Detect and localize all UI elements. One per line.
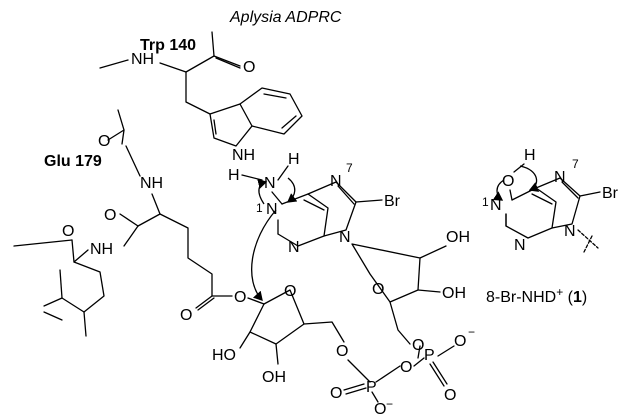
leu-o: O <box>62 223 74 240</box>
p1-charge: − <box>386 397 393 411</box>
lower-oh: OH <box>262 369 286 386</box>
ribose-upper: OH OH O O <box>351 229 470 354</box>
position-7: 7 <box>346 161 353 175</box>
glu-nh-left: NH <box>90 241 113 258</box>
compound-caption: 8-Br-NHD+ (1) <box>486 285 587 306</box>
proton-arrow <box>286 177 298 203</box>
trp-indole-nh: NH <box>232 147 255 164</box>
trp-nh: NH <box>131 51 154 68</box>
trp-carbonyl-o: O <box>243 59 255 76</box>
phosphate-o-right: O <box>412 337 424 354</box>
bridge-o: O <box>400 359 412 376</box>
attack-arrow <box>251 209 277 301</box>
cmpd-position-7: 7 <box>572 157 579 171</box>
lower-ho: HO <box>212 347 236 364</box>
amine-n: N <box>264 175 276 192</box>
bromine: Br <box>384 193 401 210</box>
cmpd-position-1: 1 <box>482 195 489 209</box>
cmpd-h: H <box>524 147 536 164</box>
ribose-ring-o: O <box>372 281 384 298</box>
n9: N <box>339 229 351 246</box>
purine-base: H N H 1 N N N 7 N Br <box>228 151 401 256</box>
cmpd-n7: N <box>554 169 566 186</box>
amine-h-top: H <box>288 151 300 168</box>
amine-h: H <box>228 167 240 184</box>
phosphorus-2: P <box>424 347 435 364</box>
phosphate-o-left: O <box>336 343 348 360</box>
ribose-oh-top: OH <box>446 229 470 246</box>
trp-residue: NH O NH <box>99 31 303 164</box>
n1-arrow <box>257 178 268 205</box>
glu-residue: O NH O NH O O O <box>13 109 265 337</box>
glu-ester-o: O <box>234 289 246 306</box>
phosphorus-1: P <box>366 379 377 396</box>
glu-side-o: O <box>180 307 192 324</box>
ribose-oh-mid: OH <box>442 285 466 302</box>
cmpd-arrow-left <box>492 179 505 201</box>
p2-o-double: O <box>444 387 456 404</box>
cmpd-n9: N <box>564 223 576 240</box>
position-1: 1 <box>256 201 263 215</box>
cmpd-n3: N <box>514 237 526 254</box>
cmpd-o: O <box>502 173 514 190</box>
pyrophosphate: P O P O − O O O − <box>330 325 475 416</box>
p1-o-minus: O <box>374 401 386 416</box>
n1: N <box>266 201 278 218</box>
glu-top-o: O <box>98 133 110 150</box>
cmpd-n1: N <box>490 197 502 214</box>
ribose-lower: O HO OH O <box>212 283 348 386</box>
glu-label: Glu 179 <box>44 153 102 170</box>
compound-8-br-nhd: H O 1 N N N 7 N Br <box>482 147 619 254</box>
p2-charge: − <box>468 325 475 339</box>
enzyme-label: Aplysia ADPRC <box>229 9 342 26</box>
trp-label: Trp 140 <box>140 37 196 54</box>
p2-o-minus: O <box>454 333 466 350</box>
cmpd-arrow-right <box>519 165 540 192</box>
n3: N <box>288 239 300 256</box>
glu-backbone-o: O <box>104 207 116 224</box>
n7: N <box>330 173 342 190</box>
cmpd-bromine: Br <box>602 185 619 202</box>
glu-nh-top: NH <box>140 175 163 192</box>
p1-o-double: O <box>330 385 342 402</box>
lower-ring-o: O <box>284 283 296 300</box>
